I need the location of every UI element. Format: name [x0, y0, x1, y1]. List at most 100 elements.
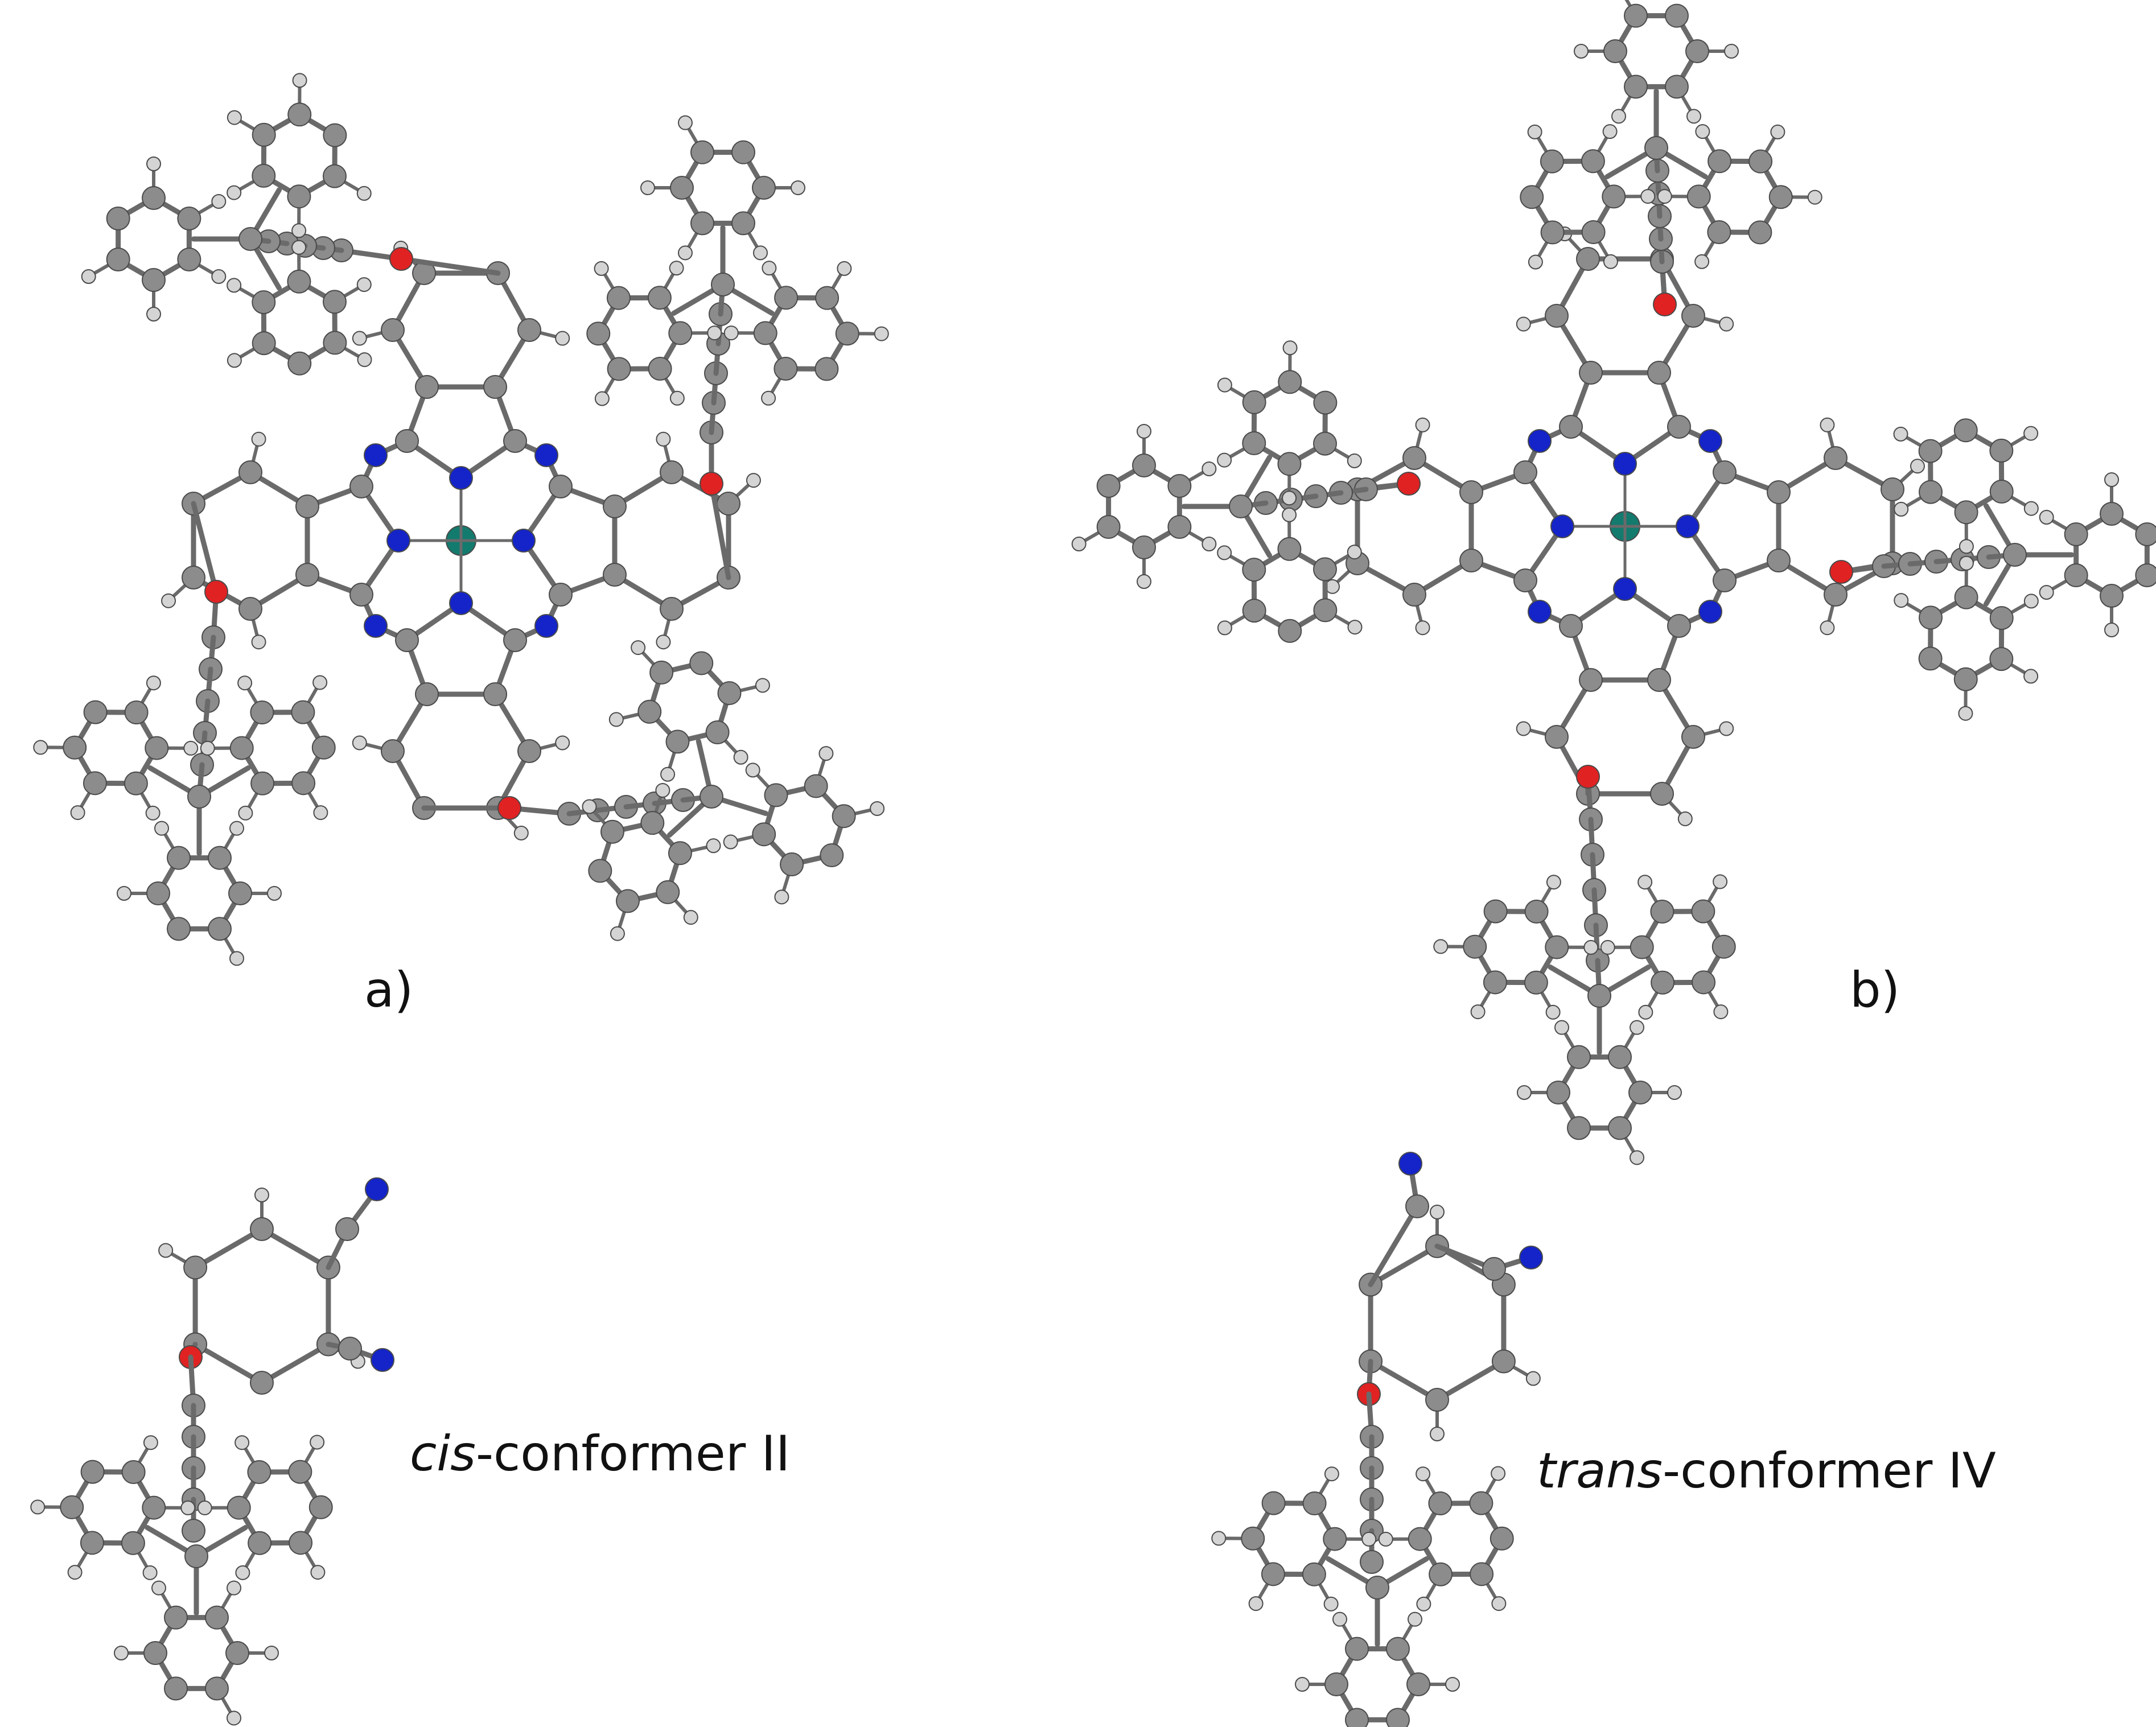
carbon-atom: [1540, 220, 1565, 245]
hydrogen-atom: [723, 834, 738, 850]
carbon-atom: [1345, 1637, 1369, 1661]
hydrogen-atom: [1324, 1466, 1339, 1482]
hydrogen-atom: [1724, 44, 1739, 59]
carbon-atom: [1513, 568, 1537, 592]
carbon-atom: [1520, 185, 1544, 209]
carbon-atom: [1402, 446, 1426, 470]
nitrogen-atom: [364, 614, 388, 638]
hydrogen-atom: [200, 740, 215, 756]
carbon-atom: [1491, 1349, 1516, 1374]
carbon-atom: [1989, 438, 2014, 463]
hydrogen-atom: [310, 1435, 325, 1450]
oxygen-atom: [204, 580, 228, 604]
hydrogen-atom: [2104, 623, 2119, 637]
carbon-atom: [288, 1460, 312, 1484]
hydrogen-atom: [291, 223, 307, 238]
carbon-atom: [690, 211, 714, 236]
hydrogen-atom: [1217, 452, 1232, 468]
hydrogen-atom: [1894, 593, 1909, 608]
hydrogen-atom: [81, 269, 96, 284]
carbon-atom: [295, 563, 319, 587]
hydrogen-atom: [356, 277, 372, 292]
carbon-atom: [1513, 460, 1537, 484]
hydrogen-atom: [267, 886, 282, 901]
oxygen-atom: [1829, 560, 1853, 584]
hydrogen-atom: [660, 766, 676, 782]
hydrogen-atom: [723, 325, 739, 341]
hydrogen-atom: [555, 735, 570, 751]
carbon-atom: [142, 186, 166, 210]
hydrogen-atom: [1820, 620, 1835, 636]
bond: [259, 1342, 331, 1386]
carbon-atom: [252, 122, 276, 147]
carbon-atom: [1608, 1116, 1632, 1140]
carbon-atom: [252, 290, 276, 315]
hydrogen-atom: [791, 180, 805, 195]
carbon-atom: [668, 321, 693, 345]
bond: [709, 481, 731, 580]
carbon-atom: [753, 321, 777, 345]
bond: [1368, 1359, 1440, 1403]
carbon-atom: [1647, 361, 1671, 385]
hydrogen-atom: [114, 1646, 129, 1660]
hydrogen-atom: [229, 951, 244, 966]
carbon-atom: [1628, 1081, 1652, 1104]
hydrogen-atom: [142, 1565, 158, 1580]
hydrogen-atom: [610, 926, 625, 941]
carbon-atom: [1425, 1388, 1449, 1412]
nitrogen-atom: [449, 591, 473, 615]
carbon-atom: [1630, 935, 1654, 959]
carbon-atom: [764, 783, 788, 807]
carbon-atom: [287, 184, 311, 209]
hydrogen-atom: [1202, 461, 1217, 476]
nitrogen-atom: [386, 529, 410, 553]
carbon-atom: [142, 268, 166, 292]
oxygen-atom: [497, 796, 521, 820]
carbon-atom: [208, 917, 232, 941]
carbon-atom: [606, 286, 631, 310]
carbon-atom: [711, 273, 735, 296]
hydrogen-atom: [158, 1243, 174, 1258]
nitrogen-atom: [371, 1348, 394, 1372]
hydrogen-atom: [1516, 316, 1531, 332]
hydrogen-atom: [67, 1565, 83, 1580]
hydrogen-atom: [352, 735, 367, 751]
carbon-atom: [287, 102, 312, 127]
hydrogen-atom: [1361, 1531, 1377, 1547]
carbon-atom: [1954, 500, 1978, 525]
hydrogen-atom: [310, 1565, 326, 1580]
hydrogen-atom: [1071, 537, 1087, 551]
hydrogen-atom: [227, 278, 242, 293]
carbon-atom: [227, 1495, 251, 1520]
carbon-atom: [1323, 1527, 1347, 1551]
caption-cis-suffix: -conformer II: [475, 1425, 791, 1482]
panel-label-b: b): [1850, 962, 1900, 1019]
hydrogen-atom: [837, 261, 852, 276]
carbon-atom: [649, 660, 674, 685]
hydrogen-atom: [1713, 874, 1728, 889]
hydrogen-atom: [292, 73, 307, 88]
carbon-atom: [164, 1605, 188, 1630]
hydrogen-atom: [746, 473, 761, 488]
carbon-atom: [665, 729, 690, 754]
nitrogen-atom: [1528, 429, 1552, 453]
carbon-atom: [1651, 970, 1675, 995]
hydrogen-atom: [356, 186, 372, 201]
caption-trans-conformer: trans-conformer IV: [1537, 1442, 1996, 1499]
carbon-atom: [2100, 502, 2124, 526]
carbon-atom: [83, 700, 108, 724]
carbon-atom: [182, 566, 205, 590]
hydrogen-atom: [594, 391, 610, 406]
bond: [191, 501, 219, 595]
carbon-atom: [1545, 725, 1569, 749]
carbon-atom: [1567, 1116, 1591, 1140]
hydrogen-atom: [1137, 424, 1151, 439]
carbon-atom: [832, 804, 856, 829]
carbon-atom: [1603, 39, 1627, 63]
hydrogen-atom: [146, 307, 161, 322]
hydrogen-atom: [1667, 1085, 1682, 1100]
hydrogen-atom: [1630, 1020, 1644, 1035]
hydrogen-atom: [1347, 545, 1362, 560]
nitrogen-atom: [1550, 514, 1574, 538]
hydrogen-atom: [1430, 1427, 1445, 1441]
